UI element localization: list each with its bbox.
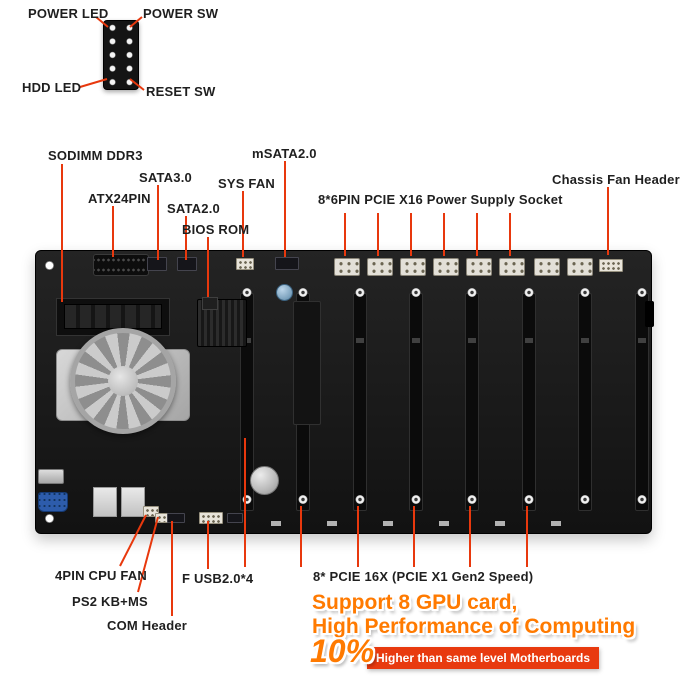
cmos-battery [250,466,279,495]
pcie-x16-slot [578,293,592,511]
promo-line-1: Support 8 GPU card, [312,591,518,614]
sys-fan-header [236,258,254,270]
msata-connector [275,257,299,270]
label-ps2-kb-ms: PS2 KB+MS [72,594,148,609]
buzzer [276,284,293,301]
io-port [38,469,64,484]
atx24pin-connector [93,254,149,276]
pcie-power-socket [433,258,459,276]
pcie-power-socket [367,258,393,276]
screw-hole [45,261,54,270]
pcie-power-socket [499,258,525,276]
label-chassis-fan-header: Chassis Fan Header [552,172,680,187]
label-hdd-led: HDD LED [22,80,82,95]
cpu-cooler-fan [70,328,176,434]
chipset-heatsink [197,299,247,347]
pcie-power-socket [534,258,560,276]
label-sys-fan: SYS FAN [218,176,276,191]
promo-ribbon: Higher than same level Motherboards [367,647,600,669]
right-edge-tab [645,301,654,327]
com-port-header [167,513,185,523]
pcie-x16-slot [635,293,649,511]
leader-line [129,78,145,91]
label-front-usb: F USB2.0*4 [182,571,254,586]
usb-stack [93,487,117,517]
screw-hole [45,514,54,523]
label-power-led: POWER LED [28,6,109,21]
fan-header-4pin [143,506,159,517]
pcie-x16-slot [409,293,423,511]
chassis-fan-header [599,259,623,272]
label-pcie-power-sockets: 8*6PIN PCIE X16 Power Supply Socket [318,192,563,207]
front-panel-pin-header [103,20,139,90]
label-sodimm-ddr3: SODIMM DDR3 [48,148,143,163]
edge-header [227,513,243,523]
label-pcie-16x-slots: 8* PCIE 16X (PCIE X1 Gen2 Speed) [313,569,534,584]
leader-line [137,516,159,593]
pcie-power-socket [400,258,426,276]
label-com-header: COM Header [107,618,188,633]
bios-rom-chip [202,297,218,310]
label-bios-rom: BIOS ROM [182,222,250,237]
label-msata: mSATA2.0 [252,146,317,161]
leader-line [95,16,109,28]
label-power-sw: POWER SW [143,6,219,21]
label-4pin-cpu-fan: 4PIN CPU FAN [55,568,147,583]
motherboard-pcb [35,250,654,534]
vga-port [38,492,68,512]
label-reset-sw: RESET SW [146,84,216,99]
label-sata3: SATA3.0 [139,170,192,185]
label-atx24pin: ATX24PIN [88,191,151,206]
pcie-x16-slot [240,293,254,511]
pcie-power-socket [466,258,492,276]
pcie-x16-slot [522,293,536,511]
bottom-edge-headers [271,521,601,526]
pcie-x16-slot [465,293,479,511]
front-usb-header [199,512,223,524]
label-sata2: SATA2.0 [167,201,220,216]
leader-line [79,78,108,88]
promo-line-2: High Performance of Computing [312,615,636,638]
leader-line [119,514,147,567]
leader-line [129,16,143,28]
pcie-power-socket [334,258,360,276]
usb-stack [121,487,145,517]
pcie-x16-slot [353,293,367,511]
pcie-power-socket [567,258,593,276]
msata-module [293,301,321,425]
promo-percent: 10% [310,633,375,669]
